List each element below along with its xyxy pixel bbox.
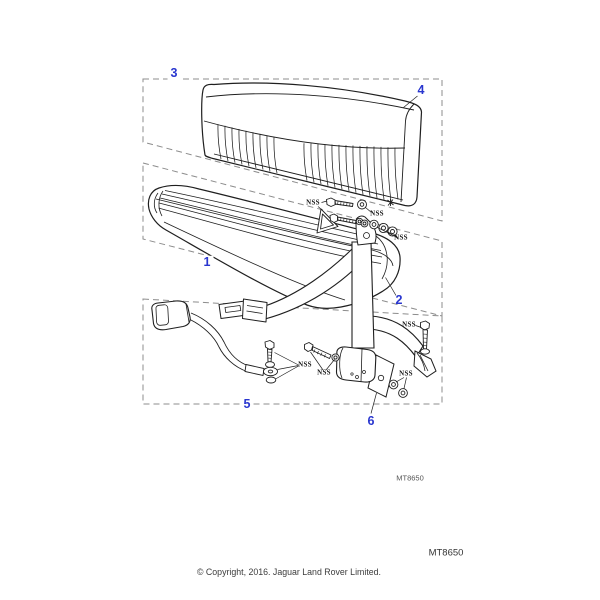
buckle-cable <box>189 312 250 372</box>
bolt-left <box>264 340 275 363</box>
washer-e1 <box>369 219 379 230</box>
bolt-a <box>326 197 354 207</box>
group-box-5 <box>142 298 443 405</box>
copyright-notice: © Copyright, 2016. Jaguar Land Rover Lim… <box>197 567 381 577</box>
dashed-group-boxes <box>142 78 443 405</box>
nss-label-right-washers: NSS <box>399 369 413 378</box>
nss-label-left-anchor: NSS <box>298 360 312 369</box>
belt-end-bracket <box>413 350 437 378</box>
shoulder-belt-strap <box>351 241 375 349</box>
nss-label-top-nut: NSS <box>370 209 384 218</box>
washer-left-1 <box>265 361 275 368</box>
nut-b <box>357 199 367 210</box>
drawing-code: MT8650 <box>428 547 464 559</box>
callout-6-leader <box>370 392 377 414</box>
buckle-and-cable <box>151 300 265 377</box>
callout-6[interactable]: 6 <box>367 413 375 428</box>
group-box-1 <box>142 162 443 317</box>
anchor-eye-plate <box>263 366 278 377</box>
belt-tongue-assembly <box>218 298 268 323</box>
leader-lines <box>274 95 422 414</box>
floor-belt-strap <box>369 315 424 358</box>
callout-4[interactable]: 4 <box>417 82 425 97</box>
buckle-body <box>151 300 191 331</box>
washer-left-2 <box>265 376 277 384</box>
retractor-body <box>335 346 377 383</box>
callout-3[interactable]: 3 <box>167 67 181 80</box>
callout-1[interactable]: 1 <box>200 256 214 269</box>
bolt-retractor <box>304 342 332 359</box>
group-box-3 <box>142 78 443 222</box>
nss-label-right-bolt: NSS <box>402 320 416 329</box>
nss-label-retractor-bolt: NSS <box>317 368 331 377</box>
callout-2-leader <box>385 277 397 296</box>
callout-2[interactable]: 2 <box>395 292 403 307</box>
backrest-pleats <box>217 124 399 202</box>
bolt-c <box>329 213 357 224</box>
washer-right-bolt <box>420 348 430 355</box>
drawing-code-inline: MT8650 <box>396 473 424 483</box>
callout-4-leader <box>403 95 418 108</box>
washer-g1 <box>388 379 399 390</box>
nss-label-top-bolt: NSS <box>306 198 320 207</box>
nss-label-top-washers: NSS <box>394 233 408 242</box>
fixing-hardware-bottom <box>263 320 430 398</box>
fixing-star-mark <box>387 199 394 206</box>
nut-retractor <box>331 353 340 362</box>
callout-5[interactable]: 5 <box>240 398 254 411</box>
seat-backrest <box>201 82 423 207</box>
cable-crimp <box>244 363 265 377</box>
washer-g2 <box>398 388 408 398</box>
washer-d2 <box>360 219 369 228</box>
